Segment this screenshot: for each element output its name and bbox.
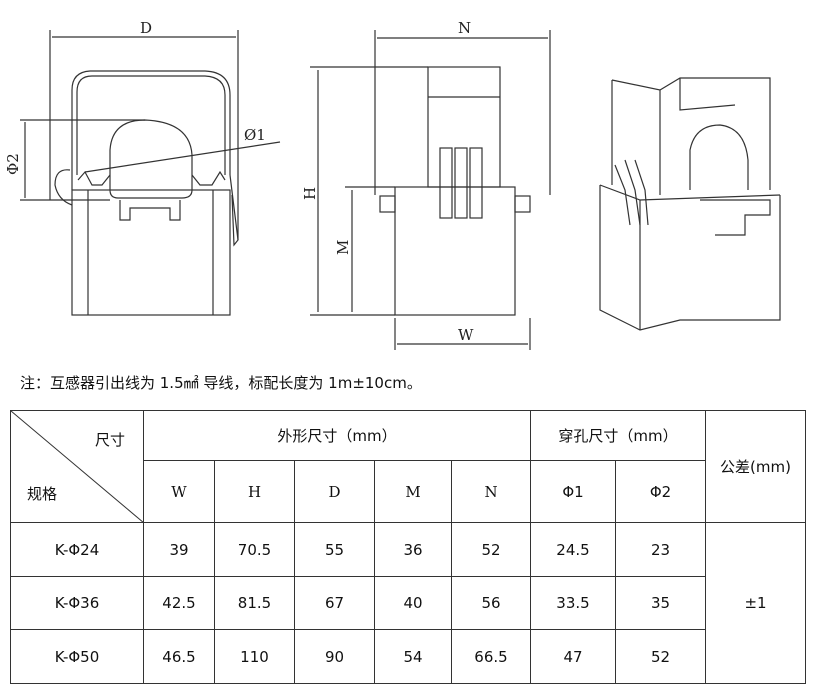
value-cell: 47: [530, 629, 616, 684]
value-cell: 67: [294, 576, 375, 630]
dimension-label-h: H: [301, 187, 319, 200]
column-header-phi1: Φ1: [530, 460, 616, 523]
diagonal-divider: [11, 411, 144, 523]
value-cell: 55: [294, 522, 375, 577]
value-cell: 52: [615, 629, 706, 684]
spec-cell: K-Φ24: [10, 522, 144, 577]
value-cell: 39: [143, 522, 215, 577]
value-cell: 35: [615, 576, 706, 630]
value-cell: 23: [615, 522, 706, 577]
column-header-phi2: Φ2: [615, 460, 706, 523]
table-row: K-Φ50 46.5 110 90 54 66.5 47 52: [10, 629, 806, 684]
front-view-drawing: D Ø1 Φ2: [4, 19, 281, 316]
corner-label-spec: 规格: [27, 485, 58, 503]
value-cell: 81.5: [214, 576, 295, 630]
dimension-label-m: M: [334, 240, 352, 255]
dimension-label-n: N: [458, 19, 471, 37]
column-header-w: W: [143, 460, 215, 523]
wire-note: 注：互感器引出线为 1.5㎟ 导线，标配长度为 1m±10cm。: [20, 374, 422, 392]
outer-dimension-header: 外形尺寸（mm）: [143, 410, 531, 461]
value-cell: 110: [214, 629, 295, 684]
value-cell: 66.5: [451, 629, 531, 684]
value-cell: 40: [374, 576, 452, 630]
value-cell: 46.5: [143, 629, 215, 684]
value-cell: 56: [451, 576, 531, 630]
tolerance-header: 公差(mm): [705, 410, 806, 523]
value-cell: 90: [294, 629, 375, 684]
table-row: K-Φ24 39 70.5 55 36 52 24.5 23 ±1: [10, 522, 806, 684]
table-row: K-Φ36 42.5 81.5 67 40 56 33.5 35: [10, 576, 806, 630]
value-cell: 54: [374, 629, 452, 684]
value-cell: 42.5: [143, 576, 215, 630]
isometric-view-drawing: [599, 77, 781, 331]
spec-cell: K-Φ36: [10, 576, 144, 630]
side-view-drawing: N W H M: [301, 19, 551, 350]
dimension-label-phi2: Φ2: [4, 153, 22, 175]
dimension-label-w: W: [458, 326, 474, 344]
dimension-label-phi1: Ø1: [244, 126, 266, 144]
value-cell: 70.5: [214, 522, 295, 577]
column-header-h: H: [214, 460, 295, 523]
value-cell: 36: [374, 522, 452, 577]
value-cell: 33.5: [530, 576, 616, 630]
tolerance-cell: ±1: [705, 522, 806, 684]
dimension-label-d: D: [140, 19, 152, 37]
value-cell: 24.5: [530, 522, 616, 577]
column-header-n: N: [451, 460, 531, 523]
corner-header: 尺寸 规格: [10, 410, 144, 523]
dimension-table: 尺寸 规格 外形尺寸（mm） 穿孔尺寸（mm） 公差(mm) W H D M N…: [10, 410, 806, 684]
column-header-d: D: [294, 460, 375, 523]
spec-cell: K-Φ50: [10, 629, 144, 684]
corner-label-dimension: 尺寸: [94, 431, 125, 449]
value-cell: 52: [451, 522, 531, 577]
hole-dimension-header: 穿孔尺寸（mm）: [530, 410, 706, 461]
column-header-m: M: [374, 460, 452, 523]
technical-drawings: D Ø1 Φ2 N W H M: [4, 19, 781, 350]
